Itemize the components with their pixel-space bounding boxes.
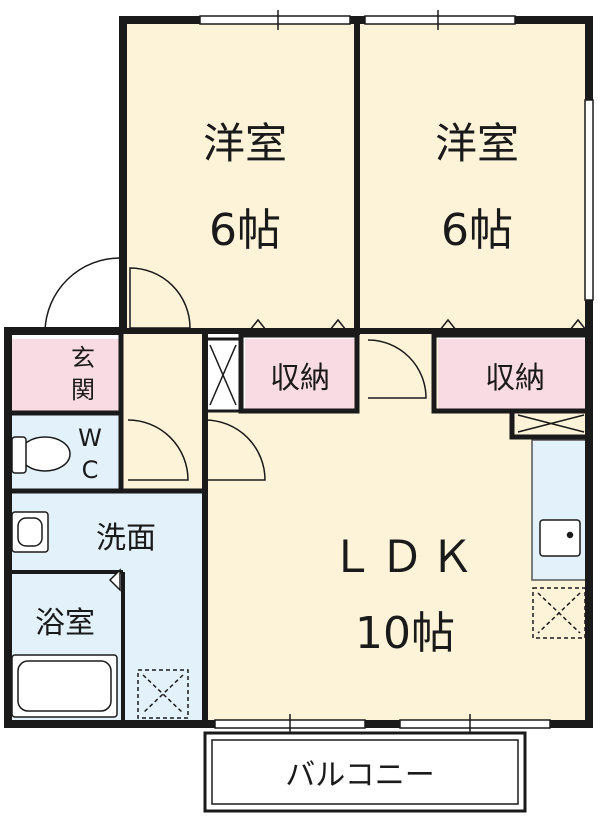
toilet-name-1: W (78, 424, 102, 452)
toilet-name-2: C (82, 456, 99, 484)
bathtub-icon (11, 654, 118, 718)
window-icon (399, 719, 551, 729)
kitchen-sink-icon (539, 519, 581, 557)
room-labels: 洋室 6帖 洋室 6帖 収納 収納 玄 関 W C 洗面 浴室 ＬＤＫ 10帖 … (35, 119, 545, 793)
storage-1-name: 収納 (270, 361, 330, 396)
window-icon (199, 15, 351, 25)
ldk-size: 10帖 (355, 608, 455, 659)
door-swing-icon (127, 419, 189, 481)
western-room-1-size: 6帖 (209, 205, 281, 256)
window-icon (364, 15, 516, 25)
toilet-icon (11, 436, 71, 474)
western-room-2-floor (357, 20, 589, 331)
ventilation-icon (137, 669, 189, 719)
closet-door-icon (209, 344, 237, 406)
closet-box (203, 337, 243, 413)
bathroom-name: 浴室 (35, 606, 95, 641)
western-room-1-floor (123, 20, 357, 331)
windows (199, 10, 594, 734)
fixtures (11, 436, 586, 719)
storage-2-name: 収納 (485, 361, 545, 396)
door-swing-icon (129, 267, 191, 329)
western-room-2-size: 6帖 (441, 205, 513, 256)
western-room-1-name: 洋室 (203, 119, 287, 168)
washroom-name: 洗面 (96, 521, 156, 556)
door-swing-icon (367, 339, 427, 399)
balcony-area (203, 731, 527, 813)
doors (44, 257, 587, 481)
entrance-name-1: 玄 (71, 344, 95, 372)
ldk-floor (205, 411, 589, 724)
western-room-2-name: 洋室 (435, 119, 519, 168)
kitchen-counter (531, 439, 588, 581)
balcony (203, 731, 527, 813)
wash-machine-area (125, 572, 205, 724)
closet-door-icon (517, 414, 585, 433)
ldk-name: ＬＤＫ (330, 532, 480, 583)
hall-floor (123, 331, 205, 489)
sink-icon (11, 511, 49, 553)
balcony-name: バルコニー (285, 758, 434, 793)
ldk-upper-floor (357, 331, 438, 411)
outer-wall-left (4, 327, 205, 728)
door-swing-icon (44, 257, 121, 332)
storage-1-floor (245, 339, 357, 409)
window-icon (584, 99, 594, 301)
ventilation-icon (532, 587, 586, 639)
storage-2-floor (438, 339, 589, 409)
entrance-floor (8, 339, 121, 411)
pipe-shaft (509, 408, 592, 440)
entrance-name-2: 関 (71, 376, 95, 404)
door-swing-icon (204, 419, 266, 481)
